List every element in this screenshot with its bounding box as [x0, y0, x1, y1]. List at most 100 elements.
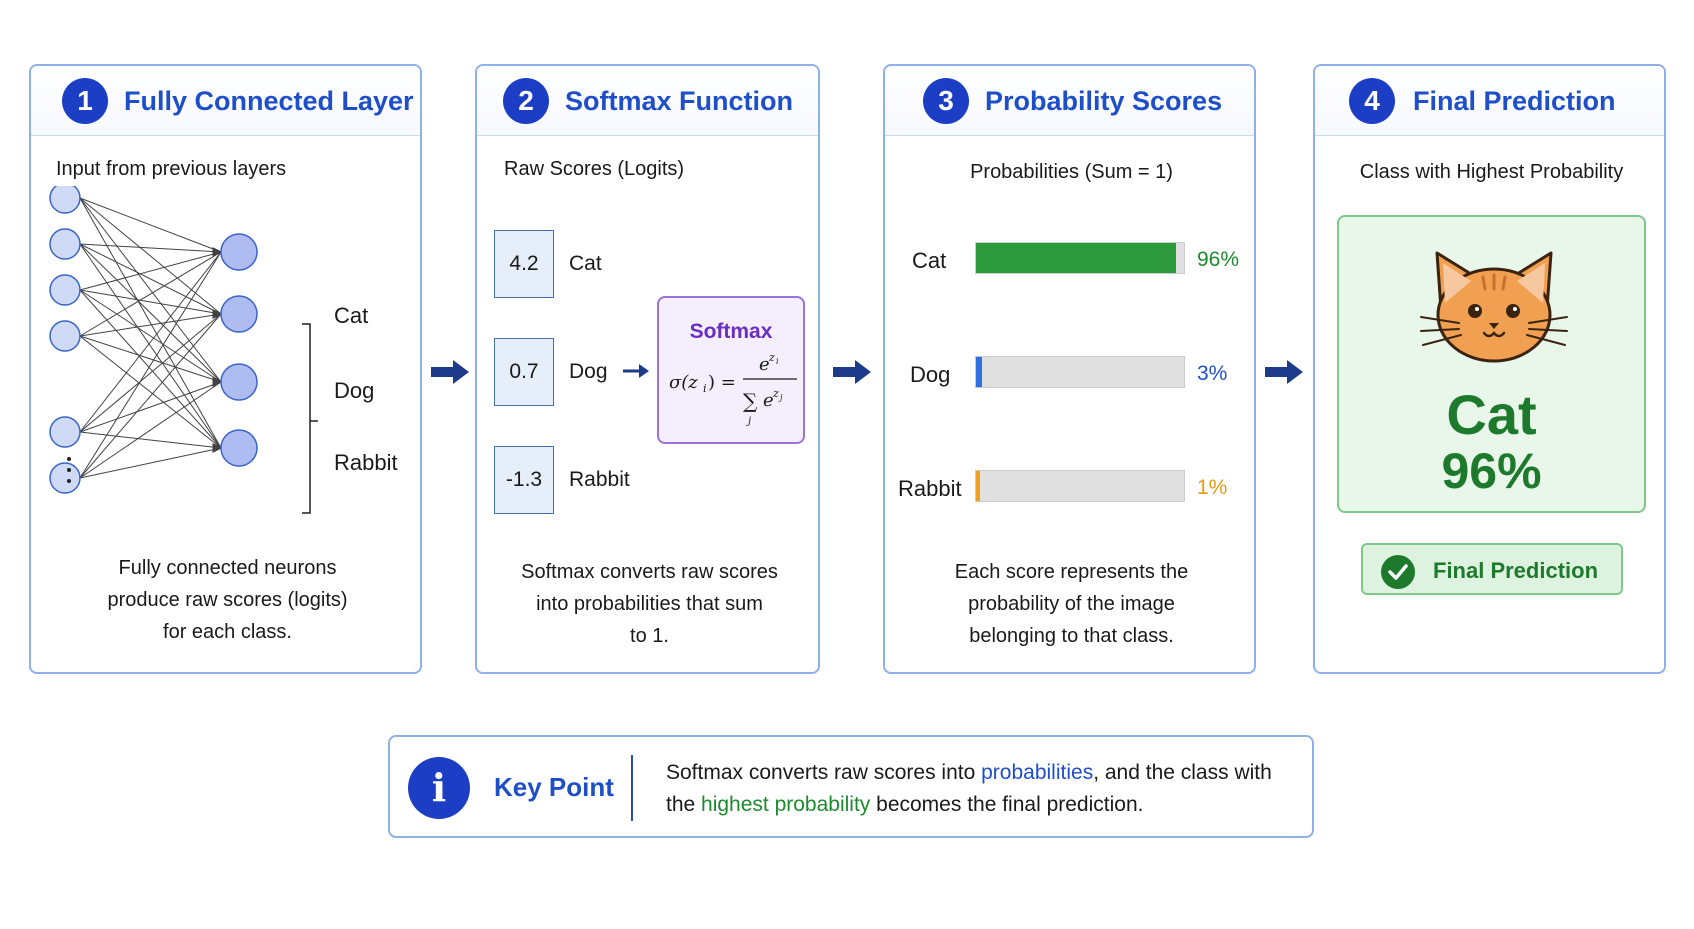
svg-text:σ(z: σ(z	[669, 372, 698, 393]
bar-label: Dog	[910, 362, 951, 387]
bar-percent: 3%	[1197, 362, 1228, 385]
connection-edge	[79, 313, 222, 433]
cat-face-icon	[1420, 251, 1568, 363]
panel-fully-connected-layer: 1 Fully Connected Layer Input from previ…	[29, 64, 422, 674]
step-badge: 1	[62, 78, 108, 124]
svg-text:z: z	[772, 387, 779, 400]
connection-edge	[79, 289, 222, 449]
input-neuron	[49, 320, 81, 352]
connection-edge	[79, 197, 222, 315]
svg-text:i: i	[703, 382, 707, 395]
svg-text:e: e	[759, 354, 770, 375]
panel-title: Probability Scores	[985, 86, 1223, 116]
panel-header: 1 Fully Connected Layer	[31, 66, 420, 136]
step-badge: 3	[923, 78, 969, 124]
predicted-class: Cat	[1446, 383, 1537, 446]
connection-edge	[79, 251, 222, 291]
edge-arrowhead	[212, 247, 223, 257]
bar-label: Rabbit	[898, 476, 962, 501]
neural-network-diagram	[49, 186, 318, 514]
connection-edge	[79, 289, 222, 383]
output-neuron	[220, 363, 258, 401]
connection-edge	[79, 251, 222, 337]
panel-subtitle: Probabilities (Sum = 1)	[970, 161, 1173, 183]
logit-value-box: 4.2	[494, 230, 554, 298]
connection-edge	[79, 313, 222, 337]
predicted-probability: 96%	[1441, 443, 1542, 499]
check-circle-icon	[1381, 555, 1415, 589]
svg-text:j: j	[778, 393, 783, 402]
probability-bar-track	[975, 242, 1185, 274]
key-point-title: Key Point	[494, 772, 614, 802]
panel-title: Softmax Function	[565, 86, 793, 116]
panel-probability-scores: 3 Probability Scores Probabilities (Sum …	[883, 64, 1256, 674]
panel-subtitle: Input from previous layers	[56, 158, 287, 180]
input-neuron	[49, 462, 81, 494]
logit-value-box: 0.7	[494, 338, 554, 406]
connection-edge	[79, 243, 222, 449]
panel-subtitle: Class with Highest Probability	[1359, 161, 1624, 183]
connection-edge	[79, 431, 222, 449]
svg-text:e: e	[763, 390, 774, 411]
panel-header: 3 Probability Scores	[885, 66, 1254, 136]
probability-bar-track	[975, 356, 1185, 388]
softmax-formula-box: Softmax σ(z i ) = e z i ∑ j e z j	[657, 296, 805, 444]
logit-value-box: -1.3	[494, 446, 554, 514]
connection-edge	[79, 313, 222, 479]
divider	[631, 755, 633, 821]
connection-edge	[79, 335, 222, 383]
highlight-probabilities: probabilities	[981, 761, 1094, 784]
input-neuron	[49, 186, 81, 214]
bar-percent: 1%	[1197, 476, 1228, 499]
output-label-rabbit: Rabbit	[334, 450, 398, 475]
bar-percent: 96%	[1197, 248, 1240, 271]
key-point-callout: i Key Point Softmax converts raw scores …	[388, 735, 1314, 838]
connection-edge	[79, 197, 222, 383]
panel-softmax-function: 2 Softmax Function Raw Scores (Logits) 4…	[475, 64, 820, 674]
connection-edge	[79, 243, 222, 315]
panel-subtitle: Raw Scores (Logits)	[504, 158, 685, 180]
output-bracket	[302, 323, 318, 514]
connection-edge	[79, 251, 222, 433]
panel-description: Fully connected neurons produce raw scor…	[107, 557, 348, 643]
logit-label: Rabbit	[569, 468, 630, 491]
highlight-highest-probability: highest probability	[701, 793, 871, 816]
arrow-right-icon	[833, 360, 871, 384]
step-badge: 2	[503, 78, 549, 124]
ellipsis-dots	[67, 457, 71, 483]
input-neuron	[49, 274, 81, 306]
connection-edge	[79, 243, 222, 253]
input-neuron	[49, 228, 81, 260]
prediction-card: Cat 96%	[1337, 215, 1646, 513]
svg-text:j: j	[746, 416, 751, 427]
svg-text:) =: ) =	[708, 372, 736, 393]
panel-header: 2 Softmax Function	[477, 66, 818, 136]
probability-bar-fill	[976, 471, 981, 501]
svg-text:∑: ∑	[743, 389, 758, 413]
bar-label: Cat	[912, 248, 947, 273]
softmax-title: Softmax	[689, 320, 773, 343]
connection-edge	[79, 381, 222, 433]
probability-bar-fill	[976, 357, 983, 387]
step-badge: 4	[1349, 78, 1395, 124]
connection-edge	[79, 381, 222, 479]
panel-header: 4 Final Prediction	[1315, 66, 1664, 136]
output-neuron	[220, 233, 258, 271]
edge-arrowhead	[212, 443, 223, 453]
output-label-cat: Cat	[334, 303, 369, 328]
panel-description: Softmax converts raw scores into probabi…	[521, 561, 778, 647]
probability-bar-track	[975, 470, 1185, 502]
svg-text:z: z	[768, 351, 775, 364]
connection-edge	[79, 243, 222, 383]
final-prediction-label: Final Prediction	[1433, 558, 1599, 583]
arrow-right-icon	[623, 364, 649, 378]
edge-arrowhead	[212, 309, 223, 319]
info-icon: i	[408, 757, 470, 819]
softmax-formula: σ(z i ) = e z i ∑ j e z j	[669, 351, 797, 427]
connection-edge	[79, 251, 222, 479]
output-neuron	[220, 429, 258, 467]
arrow-right-icon	[431, 360, 469, 384]
probability-bar-fill	[976, 243, 1176, 273]
logit-label: Cat	[569, 252, 602, 275]
arrow-right-icon	[1265, 360, 1303, 384]
